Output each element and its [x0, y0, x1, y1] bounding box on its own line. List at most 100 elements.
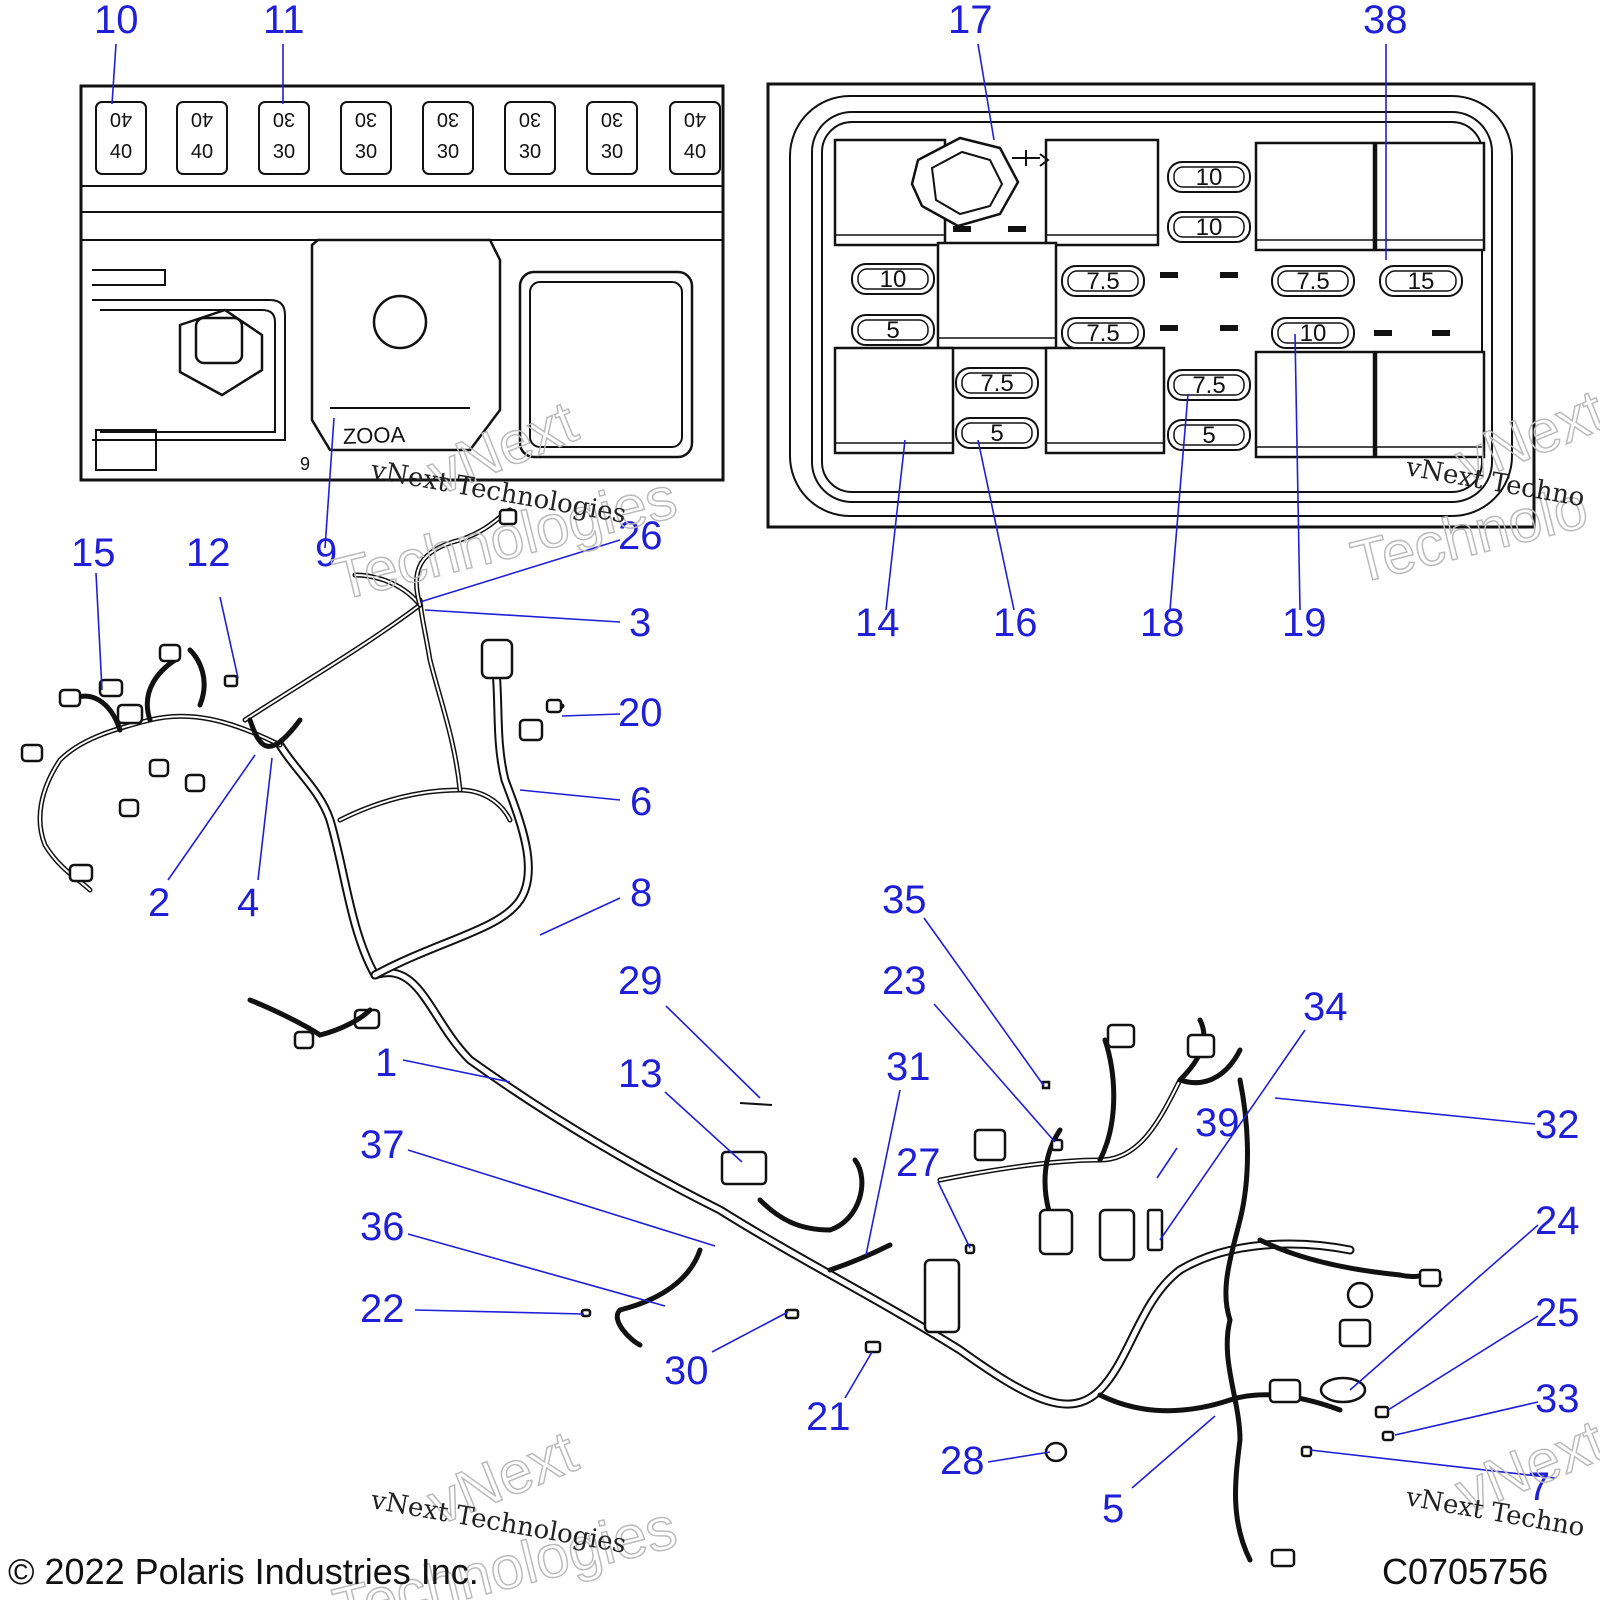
mini-fuse[interactable]: 7.5	[1167, 369, 1251, 401]
callout-35: 35	[882, 878, 927, 922]
part-34	[1146, 1208, 1164, 1252]
fuse-rating: 5	[886, 317, 899, 344]
fuse-rating-mirrored: 30	[601, 108, 623, 130]
callout-3: 3	[629, 601, 651, 645]
maxi-fuse[interactable]: 40 40	[176, 101, 228, 175]
leader-lines	[95, 43, 1556, 1489]
inset-fuse-relay-box: 10 5 7.5 7.5 7.5 5 10 10 7.5 5 7.5 10 15	[766, 82, 1536, 529]
fuse-rating: 40	[684, 141, 706, 163]
callout-17: 17	[948, 0, 993, 42]
callout-20: 20	[618, 691, 663, 735]
part-24-grommet	[1319, 1376, 1367, 1404]
mini-fuse[interactable]: 15	[1379, 265, 1463, 297]
empty-fuse-slot	[1374, 330, 1392, 336]
relay-module-label: ZOOA	[342, 422, 405, 449]
fuse-rating: 30	[355, 141, 377, 163]
mini-fuse[interactable]: 5	[955, 417, 1039, 449]
relay	[1044, 138, 1160, 247]
fuse-rating: 30	[519, 141, 541, 163]
fuse-rating: 7.5	[1192, 372, 1225, 399]
empty-fuse-slot	[1220, 272, 1238, 278]
mini-fuse[interactable]: 5	[1167, 419, 1251, 451]
maxi-fuse[interactable]: 40 40	[669, 101, 721, 175]
callout-34: 34	[1303, 985, 1348, 1029]
empty-fuse-slot	[953, 226, 971, 232]
empty-fuse-slot	[1160, 325, 1178, 331]
callout-26: 26	[618, 514, 663, 558]
callout-18: 18	[1140, 601, 1185, 645]
fuse-rating: 10	[1300, 320, 1327, 347]
mini-fuse[interactable]: 10	[851, 263, 935, 295]
fuse-rating-mirrored: 40	[191, 108, 213, 130]
fuse-rating: 5	[990, 420, 1003, 447]
callout-5: 5	[1102, 1487, 1124, 1531]
callout-13: 13	[618, 1052, 663, 1096]
callout-9: 9	[315, 531, 337, 575]
wire-harness-assembly	[20, 507, 1443, 1568]
copyright-text: © 2022 Polaris Industries Inc.	[8, 1551, 479, 1592]
callout-30: 30	[664, 1349, 709, 1393]
callout-19: 19	[1282, 601, 1327, 645]
callout-38: 38	[1363, 0, 1408, 42]
fuse-rating-mirrored: 40	[110, 108, 132, 130]
mini-fuse[interactable]: 5	[851, 314, 935, 346]
callout-23: 23	[882, 959, 927, 1003]
mini-fuse[interactable]: 7.5	[1271, 265, 1355, 297]
callout-28: 28	[940, 1439, 985, 1483]
callout-24: 24	[1535, 1199, 1580, 1243]
callout-29: 29	[618, 959, 663, 1003]
callout-25: 25	[1535, 1291, 1580, 1335]
fuse-rating: 40	[191, 141, 213, 163]
callout-10: 10	[94, 0, 139, 42]
relay-position-mark: 9	[300, 454, 310, 474]
mini-fuse[interactable]: 10	[1271, 317, 1355, 349]
mini-fuse[interactable]: 7.5	[955, 367, 1039, 399]
callout-8: 8	[630, 871, 652, 915]
callout-4: 4	[237, 881, 259, 925]
callout-7: 7	[1528, 1465, 1550, 1509]
maxi-fuse[interactable]: 30 30	[258, 101, 310, 175]
part-20	[545, 698, 563, 714]
mini-fuse[interactable]: 10	[1167, 211, 1251, 243]
mini-fuse[interactable]: 10	[1167, 161, 1251, 193]
callout-21: 21	[806, 1395, 851, 1439]
connector-cluster-left	[20, 643, 381, 1050]
fuse-rating: 5	[1202, 422, 1215, 449]
callout-1: 1	[375, 1041, 397, 1085]
relay	[833, 346, 955, 455]
mini-fuse-set: 10 5 7.5 7.5 7.5 5 10 10 7.5 5 7.5 10 15	[851, 161, 1463, 451]
callout-16: 16	[993, 601, 1038, 645]
callout-33: 33	[1535, 1377, 1580, 1421]
figure-code: C0705756	[1382, 1551, 1548, 1592]
fuse-rating: 30	[437, 141, 459, 163]
mini-fuse[interactable]: 7.5	[1061, 265, 1145, 297]
empty-fuse-slot	[1008, 226, 1026, 232]
fuse-rating: 30	[273, 141, 295, 163]
maxi-fuse[interactable]: 30 30	[504, 101, 556, 175]
fuse-rating: 7.5	[1296, 268, 1329, 295]
callout-22: 22	[360, 1287, 405, 1331]
fuse-rating: 10	[1196, 214, 1223, 241]
callout-2: 2	[148, 881, 170, 925]
fuse-rating: 7.5	[980, 370, 1013, 397]
callout-32: 32	[1535, 1103, 1580, 1147]
connector-13	[720, 1150, 768, 1186]
fuse-rating-mirrored: 40	[684, 108, 706, 130]
mini-fuse[interactable]: 7.5	[1061, 317, 1145, 349]
fuse-rating-mirrored: 30	[273, 108, 295, 130]
fuse-rating: 7.5	[1086, 268, 1119, 295]
relay	[1254, 350, 1376, 459]
fuse-rating: 15	[1408, 268, 1435, 295]
fuse-rating-mirrored: 30	[519, 108, 541, 130]
callout-12: 12	[186, 531, 231, 575]
relay	[1254, 141, 1376, 252]
empty-fuse-slot	[1432, 330, 1450, 336]
